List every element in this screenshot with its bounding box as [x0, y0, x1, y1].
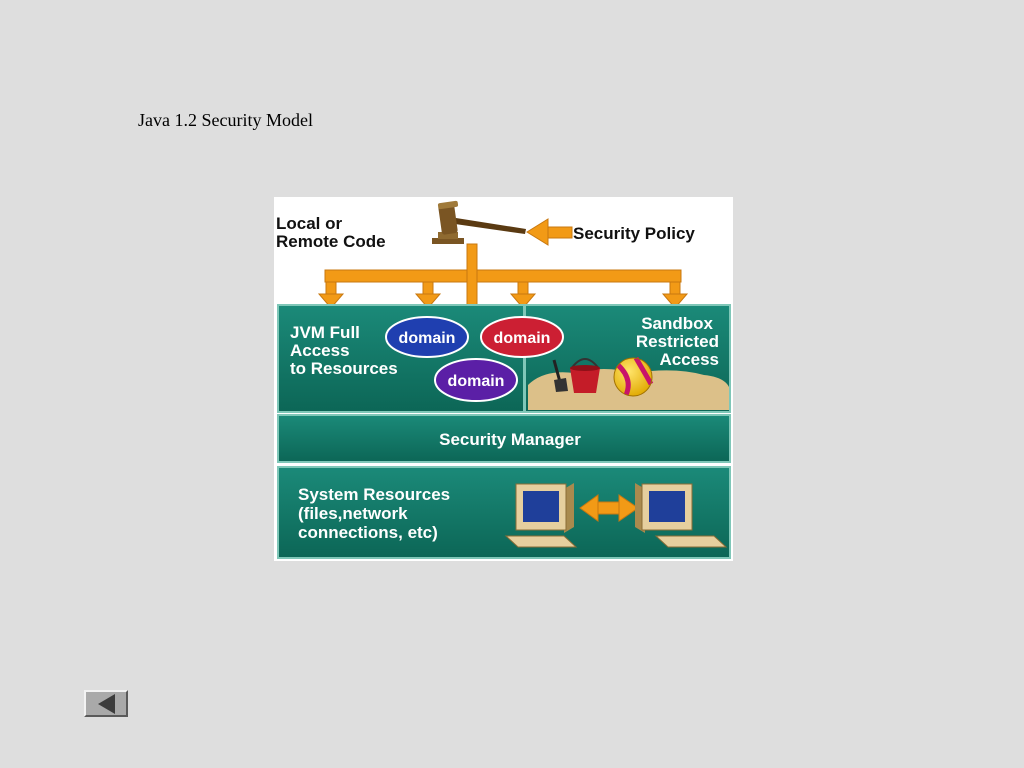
distribution-arrows: [317, 243, 689, 355]
system-resources-label-line2: (files,network: [298, 504, 408, 523]
page-title: Java 1.2 Security Model: [138, 110, 313, 130]
jvm-label-line3: to Resources: [290, 359, 398, 378]
sandbox-label-line2: Restricted: [636, 332, 719, 351]
gavel-icon: [432, 200, 526, 244]
double-arrow-icon: [579, 494, 639, 522]
previous-slide-button[interactable]: [84, 690, 128, 717]
domain-blue-label: domain: [399, 330, 456, 347]
sandbox-label-line1: Sandbox: [641, 314, 713, 333]
security-model-diagram: Local or Remote Code Security Policy JVM…: [274, 197, 733, 561]
beach-ball-icon: [613, 356, 654, 397]
security-manager-panel: [277, 414, 731, 463]
left-triangle-icon: [98, 694, 115, 714]
domain-red-label: domain: [494, 330, 551, 347]
domain-red: domain: [480, 316, 564, 358]
system-resources-label-line3: connections, etc): [298, 523, 438, 542]
jvm-label-line2: Access: [290, 341, 350, 360]
domain-purple: domain: [434, 358, 518, 402]
computer-icon: [504, 483, 578, 548]
bucket-icon: [570, 358, 600, 393]
computer-icon: [635, 483, 728, 548]
shovel-icon: [552, 359, 568, 392]
policy-arrow: [526, 218, 573, 246]
sandbox-label-line3: Access: [659, 350, 719, 369]
security-manager-label: Security Manager: [439, 430, 581, 449]
system-resources-label-line1: System Resources: [298, 485, 450, 504]
security-policy-label: Security Policy: [573, 224, 695, 243]
code-source-label-line2: Remote Code: [276, 232, 386, 251]
domain-blue: domain: [385, 316, 469, 358]
code-source-label-line1: Local or: [276, 214, 343, 233]
jvm-label-line1: JVM Full: [290, 323, 360, 342]
domain-purple-label: domain: [448, 373, 505, 390]
